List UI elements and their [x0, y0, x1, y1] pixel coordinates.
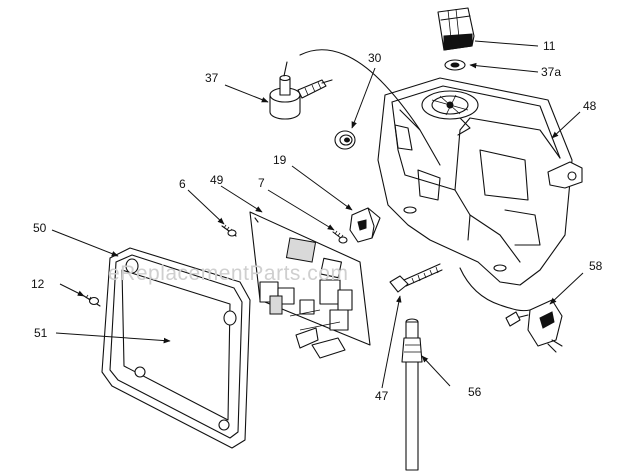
label-part-50: 50 — [33, 221, 47, 235]
label-part-11: 11 — [543, 39, 556, 53]
label-part-56: 56 — [468, 385, 482, 399]
cap-part — [437, 7, 475, 51]
circuit-board — [249, 211, 371, 359]
label-part-6: 6 — [179, 177, 186, 191]
probe-rod-56 — [401, 318, 423, 471]
clip-part — [349, 207, 381, 243]
label-part-37: 37 — [205, 71, 219, 85]
label-part-12: 12 — [31, 277, 45, 291]
watermark-text: eReplacementParts.com — [108, 262, 348, 285]
label-part-30: 30 — [368, 51, 382, 65]
screw-6 — [221, 224, 237, 237]
label-part-48: 48 — [583, 99, 597, 113]
long-screw-47 — [389, 263, 443, 293]
screw-7 — [332, 230, 348, 244]
control-box-housing — [299, 49, 583, 312]
label-part-37a: 37a — [541, 65, 561, 79]
label-part-19: 19 — [273, 153, 287, 167]
label-part-51: 51 — [34, 326, 48, 340]
switch-58 — [505, 299, 563, 353]
front-cover — [101, 247, 251, 449]
label-part-58: 58 — [589, 259, 603, 273]
label-part-7: 7 — [258, 176, 265, 190]
label-part-47: 47 — [375, 389, 389, 403]
leader-lines — [51, 40, 584, 389]
nut-part — [444, 59, 466, 71]
screw-12 — [83, 294, 101, 307]
label-part-49: 49 — [210, 173, 224, 187]
part-labels: 11 37a 37 30 48 19 6 49 7 50 12 51 47 56… — [31, 39, 603, 403]
grommet-part — [334, 130, 356, 150]
potentiometer-part — [269, 61, 333, 120]
